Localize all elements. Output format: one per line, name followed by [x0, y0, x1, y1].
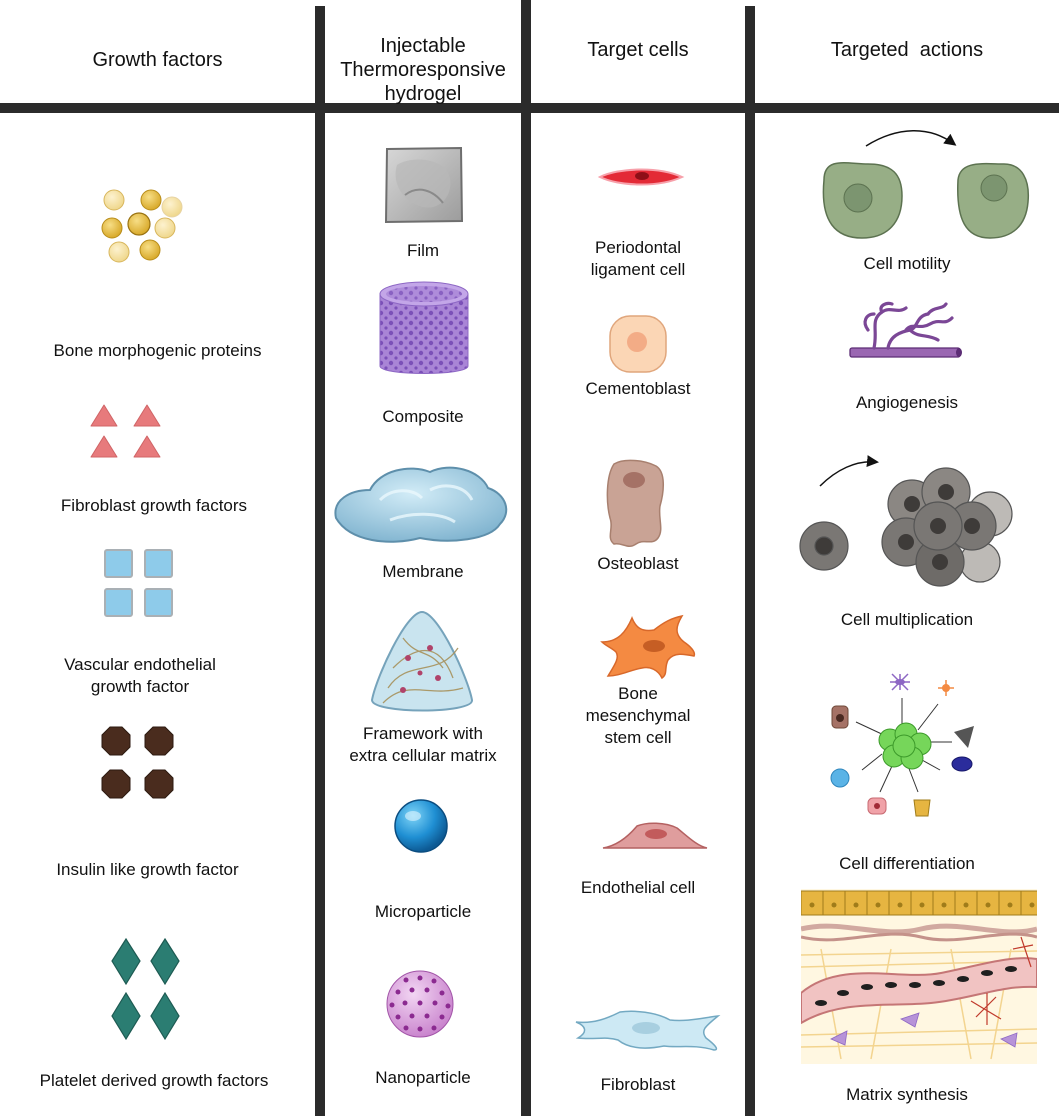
fgf-triangles-icon — [90, 404, 161, 458]
label-vegf-line1: Vascular endothelial — [64, 655, 216, 674]
label-vegf: Vascular endothelial growth factor — [0, 654, 280, 698]
label-pdl-line2: ligament cell — [590, 260, 686, 279]
label-pdl: Periodontal ligament cell — [531, 237, 745, 281]
cementoblast-icon — [609, 315, 667, 373]
label-bmsc: Bone mesenchymal stem cell — [531, 683, 745, 749]
endothelial-cell-icon — [602, 822, 708, 849]
label-microparticle: Microparticle — [374, 902, 472, 921]
membrane-icon — [334, 466, 508, 543]
cell-differentiation-icon — [830, 673, 974, 817]
microparticle-icon — [394, 799, 448, 853]
column-divider-2 — [521, 0, 531, 1116]
label-framework-line1: Framework with — [363, 724, 483, 743]
header-hydrogel-line1: Injectable — [380, 35, 466, 57]
cell-motility-icon — [822, 130, 1030, 239]
header-hydrogel-line2: Thermoresponsive — [340, 59, 506, 81]
label-vegf-line2: growth factor — [90, 677, 190, 696]
label-angiogenesis: Angiogenesis — [855, 393, 959, 412]
label-cementoblast: Cementoblast — [585, 379, 691, 398]
header-target-cells: Target cells — [587, 39, 689, 61]
label-osteoblast: Osteoblast — [597, 554, 679, 573]
label-framework-line2: extra cellular matrix — [349, 746, 497, 765]
pdl-cell-icon — [597, 168, 685, 186]
header-hydrogel: Injectable Thermoresponsive hydrogel — [325, 34, 521, 106]
header-hydrogel-line3: hydrogel — [384, 83, 462, 105]
label-motility: Cell motility — [863, 254, 951, 273]
bmsc-icon — [600, 614, 696, 680]
label-fgf: Fibroblast growth factors — [60, 496, 248, 515]
label-multiplication: Cell multiplication — [840, 610, 974, 629]
composite-icon — [379, 281, 469, 374]
column-divider-3 — [745, 6, 755, 1116]
pdgf-diamonds-icon — [111, 937, 180, 1041]
film-icon — [384, 146, 464, 224]
osteoblast-icon — [606, 459, 664, 547]
bmp-spheres-icon — [101, 189, 183, 263]
fibroblast-icon — [575, 1010, 721, 1051]
label-bmsc-line3: stem cell — [604, 728, 672, 747]
framework-ecm-icon — [370, 610, 473, 712]
label-nanoparticle: Nanoparticle — [375, 1068, 471, 1087]
nanoparticle-icon — [386, 970, 454, 1038]
label-film: Film — [406, 241, 440, 260]
label-composite: Composite — [382, 407, 464, 426]
header-growth-factors: Growth factors — [92, 49, 223, 71]
label-matrix: Matrix synthesis — [846, 1085, 968, 1104]
label-bmsc-line2: mesenchymal — [585, 706, 691, 725]
angiogenesis-icon — [849, 301, 962, 358]
label-framework: Framework with extra cellular matrix — [325, 723, 521, 767]
igf-octagons-icon — [101, 726, 174, 799]
label-differentiation: Cell differentiation — [839, 854, 975, 873]
label-endothelial: Endothelial cell — [580, 878, 696, 897]
label-bmp: Bone morphogenic proteins — [53, 341, 262, 360]
column-divider-1 — [315, 6, 325, 1116]
label-bmsc-line1: Bone — [618, 684, 658, 703]
matrix-synthesis-icon — [801, 889, 1037, 1064]
header-targeted-actions: Targeted actions — [830, 39, 984, 61]
label-igf: Insulin like growth factor — [56, 860, 239, 879]
vegf-squares-icon — [104, 549, 173, 617]
label-membrane: Membrane — [382, 562, 464, 581]
label-fibroblast: Fibroblast — [600, 1075, 676, 1094]
label-pdgf: Platelet derived growth factors — [39, 1071, 269, 1090]
cell-multiplication-icon — [799, 455, 1013, 587]
label-pdl-line1: Periodontal — [594, 238, 681, 257]
